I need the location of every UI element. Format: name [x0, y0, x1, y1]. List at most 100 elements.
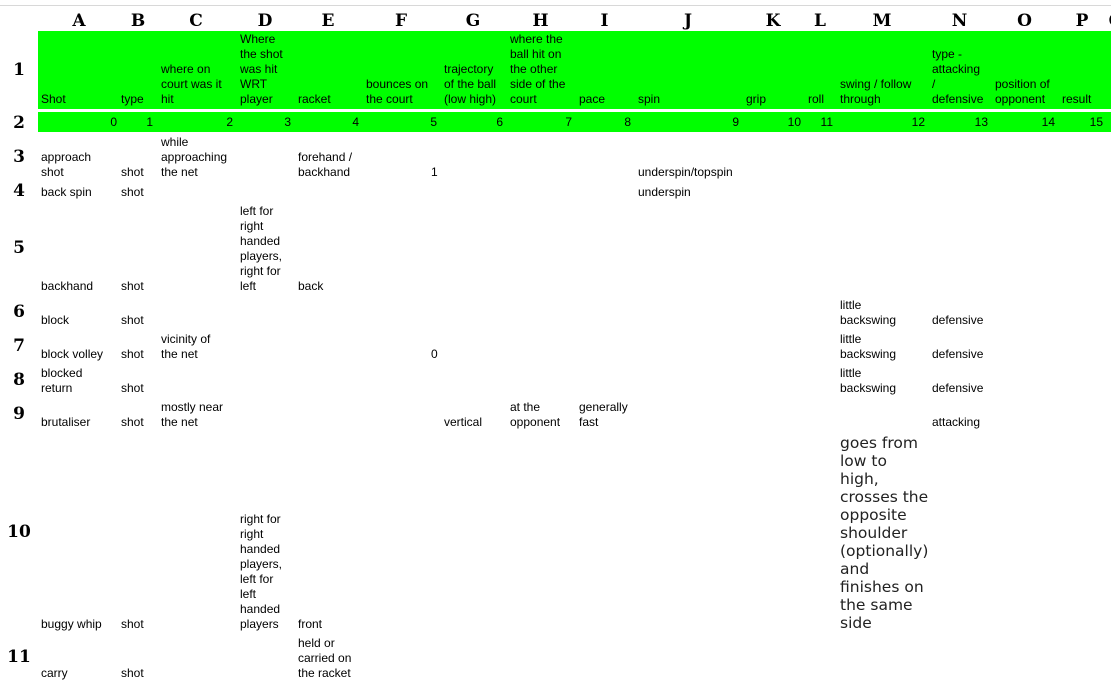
index-cell-c[interactable]: 2 — [226, 115, 233, 129]
row-header-11[interactable]: 11 — [7, 647, 31, 667]
row-header-8[interactable]: 8 — [13, 370, 25, 390]
column-header-n[interactable]: N — [951, 11, 968, 31]
cell-g9[interactable]: vertical — [444, 415, 483, 429]
row-header-3[interactable]: 3 — [13, 147, 25, 167]
column-header-p[interactable]: P — [1075, 11, 1089, 31]
cell-e5[interactable]: back — [298, 279, 324, 293]
cell-n8[interactable]: defensive — [932, 381, 984, 395]
cell-d5[interactable]: left for right handed players, right for… — [240, 204, 283, 293]
cell-n9[interactable]: attacking — [932, 415, 981, 429]
cell-m6[interactable]: little backswing — [840, 298, 897, 327]
column-header-i[interactable]: I — [600, 11, 609, 31]
header-cell-where-ball-hit[interactable]: where the ball hit on the other side of … — [510, 32, 566, 106]
cell-b9[interactable]: shot — [121, 415, 144, 429]
cell-j4[interactable]: underspin — [638, 185, 691, 199]
cell-a8[interactable]: blocked return — [41, 366, 83, 395]
index-cell-a[interactable]: 0 — [110, 115, 117, 129]
cell-a7[interactable]: block volley — [41, 347, 104, 361]
index-cell-d[interactable]: 3 — [284, 115, 291, 129]
cell-b8[interactable]: shot — [121, 381, 144, 395]
header-cell-roll[interactable]: roll — [808, 92, 825, 106]
index-cell-i[interactable]: 8 — [624, 115, 631, 129]
cell-c3[interactable]: while approaching the net — [161, 135, 228, 179]
index-cell-g[interactable]: 6 — [496, 115, 503, 129]
header-cell-grip[interactable]: grip — [746, 92, 767, 106]
cell-a6[interactable]: block — [41, 313, 70, 327]
cell-b7[interactable]: shot — [121, 347, 144, 361]
cell-c9[interactable]: mostly near the net — [161, 400, 224, 429]
header-cell-spin[interactable]: spin — [638, 92, 661, 106]
cell-m7[interactable]: little backswing — [840, 332, 897, 361]
header-cell-type[interactable]: type — [121, 92, 144, 106]
cell-b11[interactable]: shot — [121, 666, 144, 680]
cell-b3[interactable]: shot — [121, 165, 144, 179]
column-header-h[interactable]: H — [532, 11, 549, 31]
column-header-d[interactable]: D — [257, 11, 273, 31]
column-header-b[interactable]: B — [130, 11, 146, 31]
cell-a4[interactable]: back spin — [41, 185, 92, 199]
row-header-6[interactable]: 6 — [13, 302, 25, 322]
cell-m8[interactable]: little backswing — [840, 366, 897, 395]
row-header-4[interactable]: 4 — [13, 181, 25, 201]
cell-j3[interactable]: underspin/topspin — [638, 165, 733, 179]
column-header-o[interactable]: O — [1017, 11, 1032, 31]
cell-a5[interactable]: backhand — [41, 279, 94, 293]
index-cell-n[interactable]: 13 — [974, 115, 988, 129]
column-header-c[interactable]: C — [189, 11, 203, 31]
header-cell-swing[interactable]: swing / follow through — [840, 77, 912, 106]
cell-a3[interactable]: approach shot — [41, 150, 92, 179]
header-cell-bounces[interactable]: bounces on the court — [366, 77, 429, 106]
index-cell-k[interactable]: 10 — [787, 115, 801, 129]
column-header-a[interactable]: A — [72, 11, 86, 31]
index-cell-h[interactable]: 7 — [565, 115, 572, 129]
header-cell-attack-defense[interactable]: type - attacking / defensive — [932, 47, 984, 106]
row-header-10[interactable]: 10 — [7, 522, 31, 542]
row-header-9[interactable]: 9 — [13, 404, 25, 424]
row-header-7[interactable]: 7 — [13, 336, 25, 356]
column-header-e[interactable]: E — [321, 11, 335, 31]
header-cell-racket[interactable]: racket — [298, 92, 331, 106]
cell-e3[interactable]: forehand / backhand — [298, 150, 353, 179]
cell-d10[interactable]: right for right handed players, left for… — [240, 512, 283, 631]
index-cell-o[interactable]: 14 — [1041, 115, 1055, 129]
column-header-l[interactable]: L — [814, 11, 826, 31]
column-header-k[interactable]: K — [765, 11, 781, 31]
cell-h9[interactable]: at the opponent — [510, 400, 561, 429]
column-header-m[interactable]: M — [872, 11, 892, 31]
row-header-5[interactable]: 5 — [13, 238, 25, 258]
header-cell-where-wrt-player[interactable]: Where the shot was hit WRT player — [240, 32, 283, 106]
index-cell-l[interactable]: 11 — [820, 115, 833, 129]
header-cell-shot[interactable]: Shot — [41, 92, 66, 106]
cell-c7[interactable]: vicinity of the net — [161, 332, 211, 361]
cell-a11[interactable]: carry — [41, 666, 68, 680]
cell-e11[interactable]: held or carried on the racket — [298, 636, 352, 677]
cell-a9[interactable]: brutaliser — [41, 415, 91, 429]
header-cell-opponent-position[interactable]: position of opponent — [995, 77, 1050, 106]
cell-n6[interactable]: defensive — [932, 313, 984, 327]
column-header-j[interactable]: J — [683, 11, 693, 31]
index-cell-m[interactable]: 12 — [911, 115, 925, 129]
header-cell-result[interactable]: result — [1062, 92, 1092, 106]
header-cell-pace[interactable]: pace — [579, 92, 606, 106]
column-header-f[interactable]: F — [394, 11, 408, 31]
cell-b5[interactable]: shot — [121, 279, 144, 293]
cell-b10[interactable]: shot — [121, 617, 144, 631]
row-header-1[interactable]: 1 — [13, 60, 25, 80]
index-cell-p[interactable]: 15 — [1089, 115, 1103, 129]
cell-b4[interactable]: shot — [121, 185, 144, 199]
index-cell-b[interactable]: 1 — [146, 115, 153, 129]
header-cell-trajectory[interactable]: trajectory of the ball (low high) — [444, 62, 497, 106]
index-cell-f[interactable]: 5 — [430, 115, 437, 129]
cell-i9[interactable]: generally fast — [579, 400, 628, 429]
cell-n7[interactable]: defensive — [932, 347, 984, 361]
index-cell-j[interactable]: 9 — [732, 115, 739, 129]
header-cell-where-on-court[interactable]: where on court was it hit — [161, 62, 222, 106]
cell-a10[interactable]: buggy whip — [41, 617, 102, 631]
cell-e10[interactable]: front — [298, 617, 323, 631]
column-header-q[interactable]: Q — [1106, 12, 1111, 32]
cell-f7[interactable]: 0 — [431, 347, 438, 361]
cell-b6[interactable]: shot — [121, 313, 144, 327]
index-cell-e[interactable]: 4 — [352, 115, 359, 129]
cell-m10[interactable]: goes from low to high, crosses the oppos… — [840, 434, 929, 632]
column-header-g[interactable]: G — [465, 11, 481, 31]
